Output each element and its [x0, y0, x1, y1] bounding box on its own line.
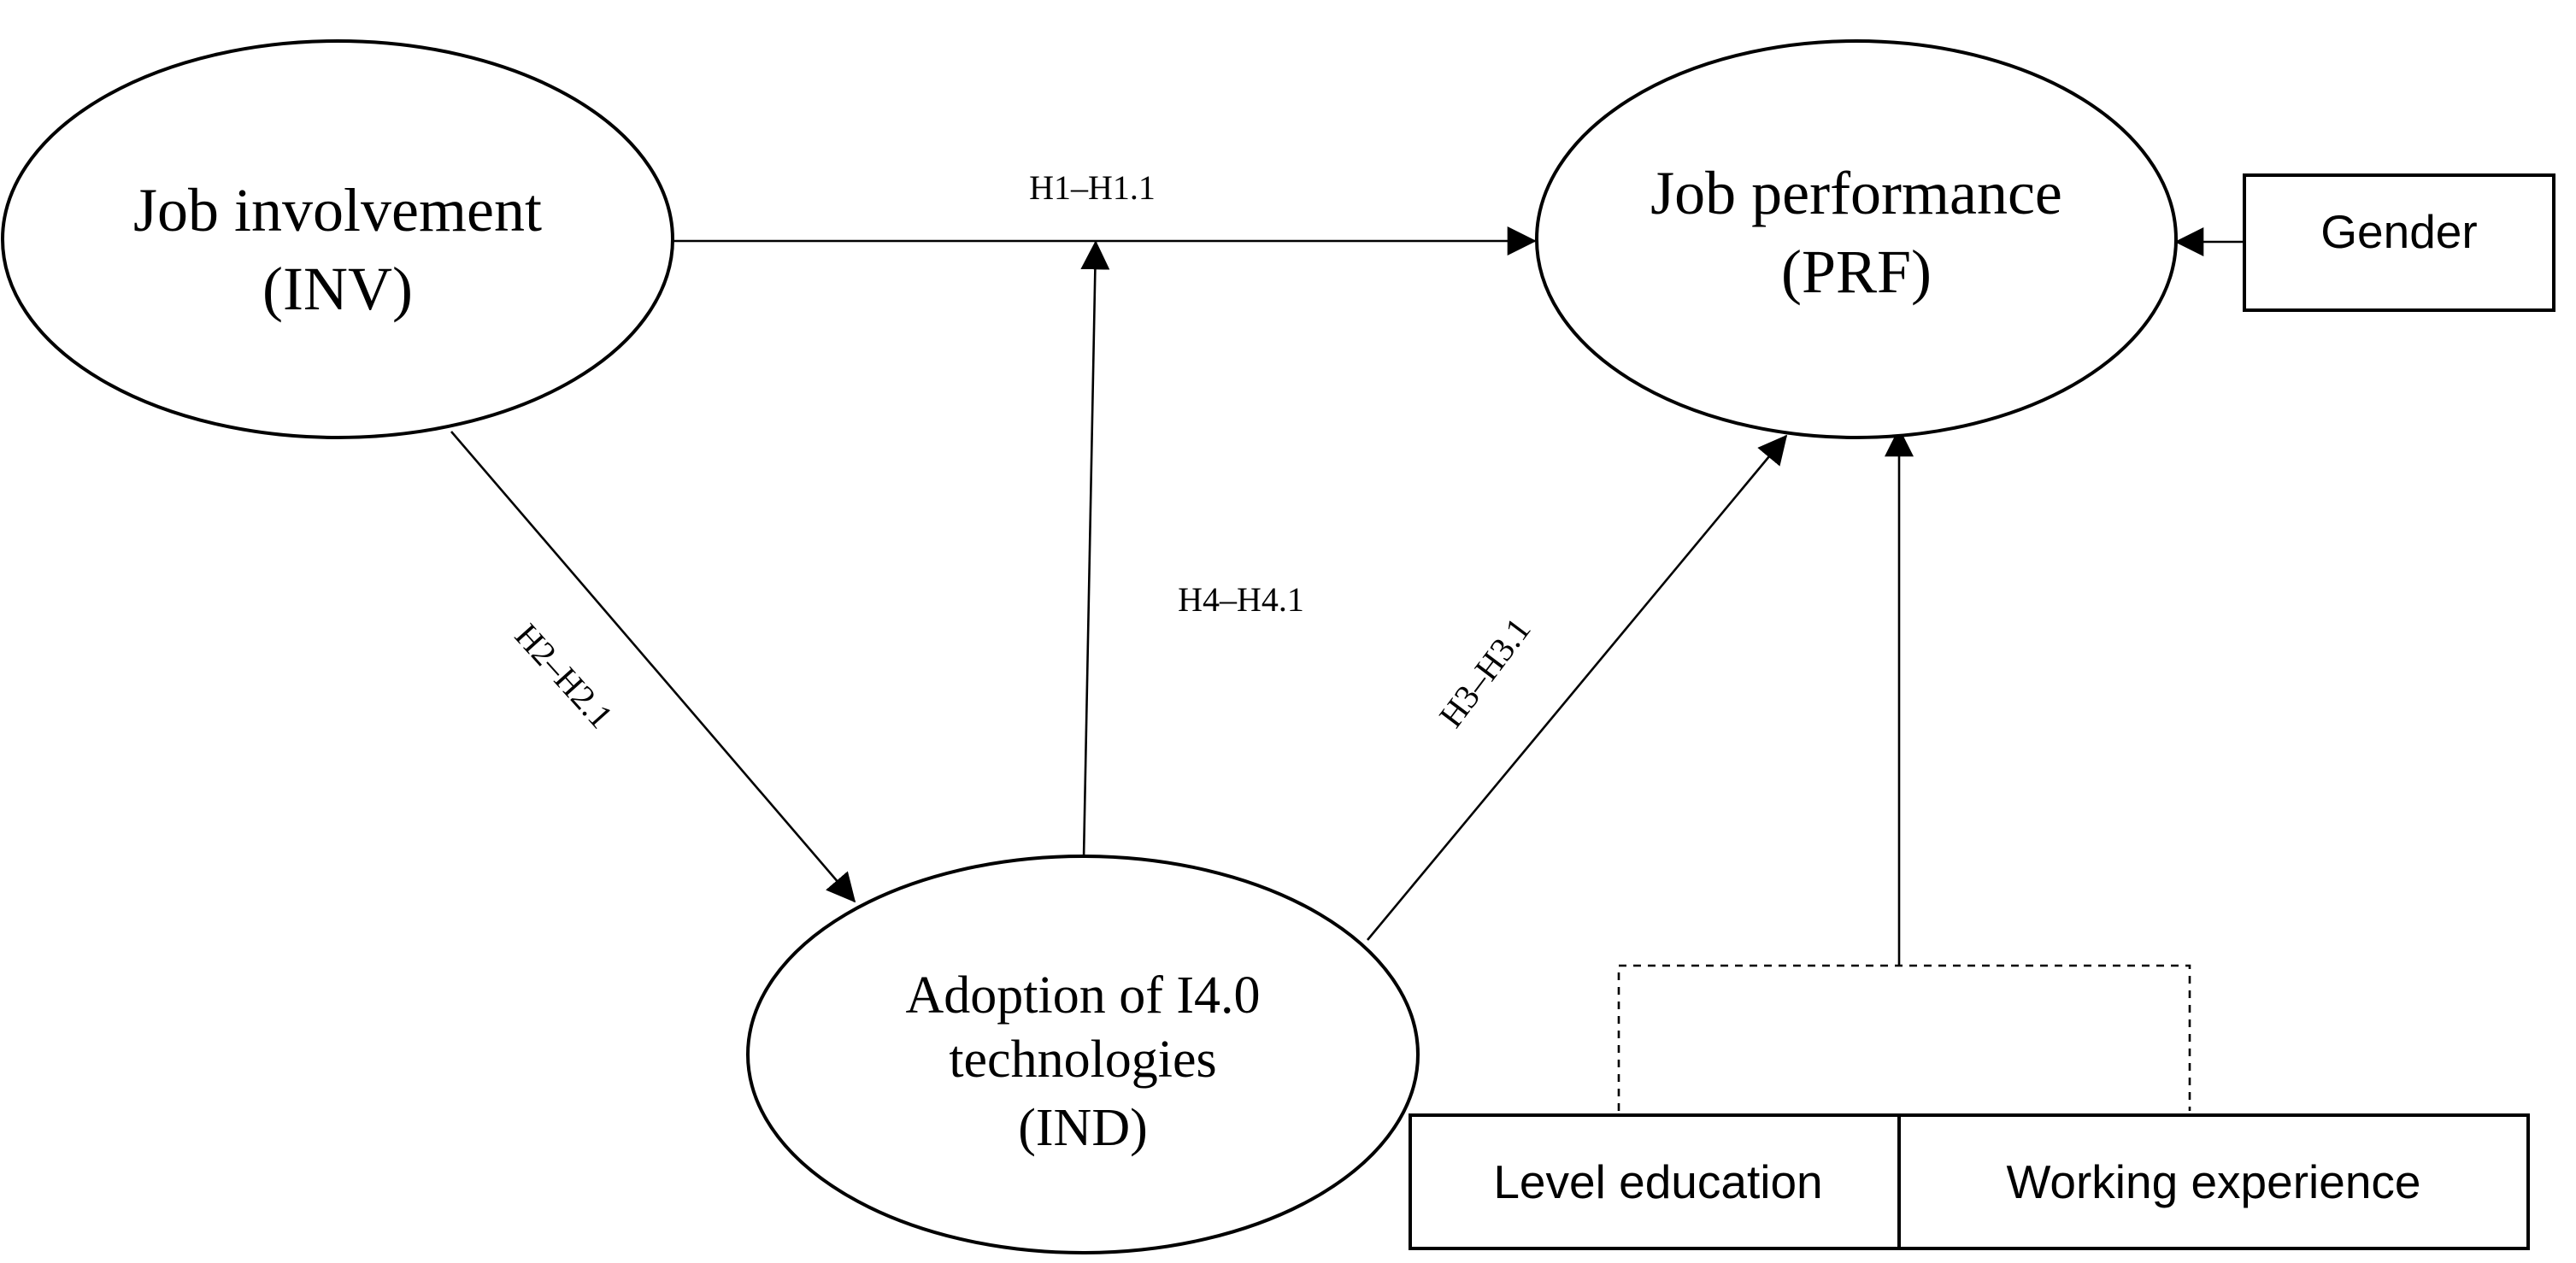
- hypothesis-h3-label: H3–H3.1: [1432, 610, 1538, 734]
- node-ind-abbrev: (IND): [1018, 1099, 1148, 1157]
- node-inv-ellipse: [1, 39, 674, 439]
- node-inv-name: Job involvement: [133, 176, 542, 244]
- hypothesis-h4-label: H4–H4.1: [1178, 580, 1304, 619]
- node-ind-name: Adoption of I4.0: [905, 966, 1260, 1025]
- hypothesis-h1-label: H1–H1.1: [1029, 168, 1156, 207]
- node-ind-sub: technologies: [949, 1031, 1216, 1089]
- node-prf-abbrev: (PRF): [1781, 238, 1932, 306]
- hypothesis-h2-label: H2–H2.1: [508, 616, 620, 736]
- working-experience-box: [1897, 1113, 2530, 1250]
- node-prf-name: Job performance: [1650, 159, 2062, 227]
- edge-ind-to-prf: [1366, 434, 1788, 941]
- edge-inv-to-ind: [450, 431, 856, 903]
- level-education-box: [1409, 1113, 1908, 1250]
- node-ind-ellipse: [746, 855, 1420, 1254]
- edge-ind-to-h1-path: [1080, 240, 1110, 860]
- level-education-label: Level education: [1493, 1155, 1822, 1208]
- node-inv-abbrev: (INV): [262, 255, 413, 323]
- working-experience-label: Working experience: [2006, 1155, 2420, 1208]
- gender-label: Gender: [2320, 205, 2477, 258]
- control-bracket-dashed: [1617, 964, 2191, 1111]
- gender-box: [2243, 173, 2555, 312]
- node-prf-ellipse: [1535, 39, 2178, 439]
